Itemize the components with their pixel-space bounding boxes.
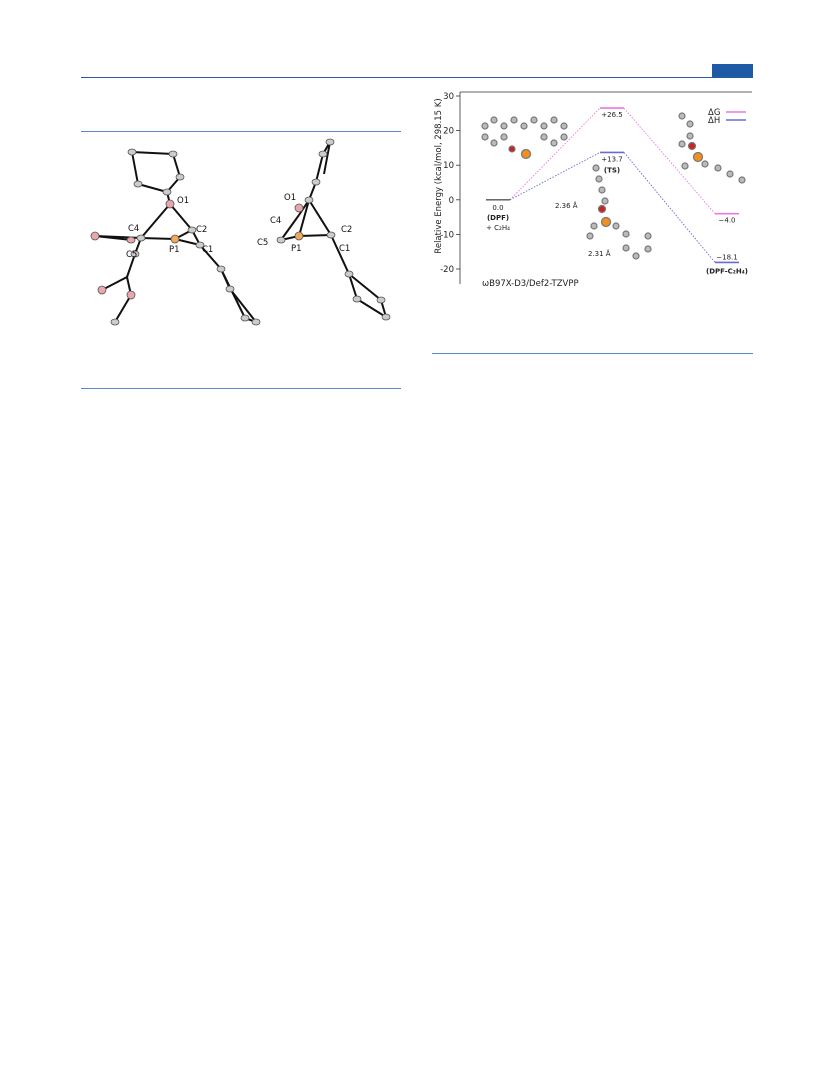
atoms-left (90, 148, 261, 326)
connector-g-2 (623, 107, 716, 214)
state-label-ts: (TS) (604, 166, 620, 174)
figure-top-rule (81, 131, 401, 132)
value-dpf: 0.0 (492, 204, 503, 212)
label-c1-right: C1 (339, 244, 350, 254)
ts-structure-sketch (586, 164, 652, 260)
crystal-structures: O1 C2 C4 C5 P1 C1 (81, 132, 401, 387)
label-c5-right: C5 (257, 238, 268, 248)
molecule-right (280, 141, 387, 318)
label-c5-left: C5 (126, 250, 137, 260)
ortep-drawing: O1 C2 C4 C5 P1 C1 (90, 138, 391, 326)
value-product-h: −18.1 (716, 253, 737, 261)
label-c1-left: C1 (202, 245, 213, 255)
dpf-structure-sketch (481, 116, 568, 160)
distance-label-1: 2.36 Å (555, 201, 578, 210)
header-rule (81, 77, 753, 78)
energy-chart: Relative Energy (kcal/mol, 298.15 K) 30 2… (434, 91, 752, 289)
value-ts-h: +13.7 (601, 155, 622, 163)
connector-lines (509, 107, 716, 263)
label-p1-right: P1 (291, 244, 302, 254)
label-p1-left: P1 (169, 245, 180, 255)
y-tick-label: -20 (440, 265, 454, 275)
product-structure-sketch (678, 112, 746, 184)
label-c2-left: C2 (196, 225, 207, 235)
legend-g-label: ΔG (708, 108, 720, 118)
state-label-dpf: (DPF) (487, 214, 509, 222)
figure-bottom-rule (81, 388, 401, 389)
y-tick-label: 20 (443, 127, 454, 137)
method-label: ωB97X-D3/Def2-TZVPP (482, 279, 579, 289)
y-tick-label: 10 (443, 161, 454, 171)
y-axis-label: Relative Energy (kcal/mol, 298.15 K) (434, 98, 444, 253)
legend: ΔG ΔH (708, 108, 746, 126)
label-o1-left: O1 (177, 196, 189, 206)
label-c4-right: C4 (270, 216, 281, 226)
label-o1-right: O1 (284, 193, 296, 203)
energy-profile-figure: Relative Energy (kcal/mol, 298.15 K) 30 2… (430, 86, 754, 354)
state-label-product: (DPF-C₂H₄) (706, 267, 748, 275)
page-tab (712, 64, 753, 77)
chart-bottom-rule (432, 353, 753, 354)
y-tick-label: 0 (449, 196, 454, 206)
value-ts-g: +26.5 (601, 111, 622, 119)
connector-h-1 (509, 151, 601, 201)
label-c4-left: C4 (128, 224, 139, 234)
state-sublabel-dpf: + C₂H₄ (486, 224, 510, 232)
y-tick-label: 30 (443, 92, 454, 102)
distance-label-2: 2.31 Å (588, 249, 611, 258)
label-c2-right: C2 (341, 225, 352, 235)
y-ticks: 30 20 10 0 -10 -20 (440, 92, 460, 275)
energy-levels: 0.0 (DPF) + C₂H₄ +26.5 +13.7 (TS) −4.0 −18.1 (DP… (486, 107, 748, 275)
value-product-g: −4.0 (719, 217, 736, 225)
atoms-right (276, 138, 391, 321)
y-tick-label: -10 (440, 230, 454, 240)
connector-h-2 (623, 152, 716, 263)
legend-h-label: ΔH (708, 116, 720, 126)
connector-g-1 (509, 107, 601, 201)
